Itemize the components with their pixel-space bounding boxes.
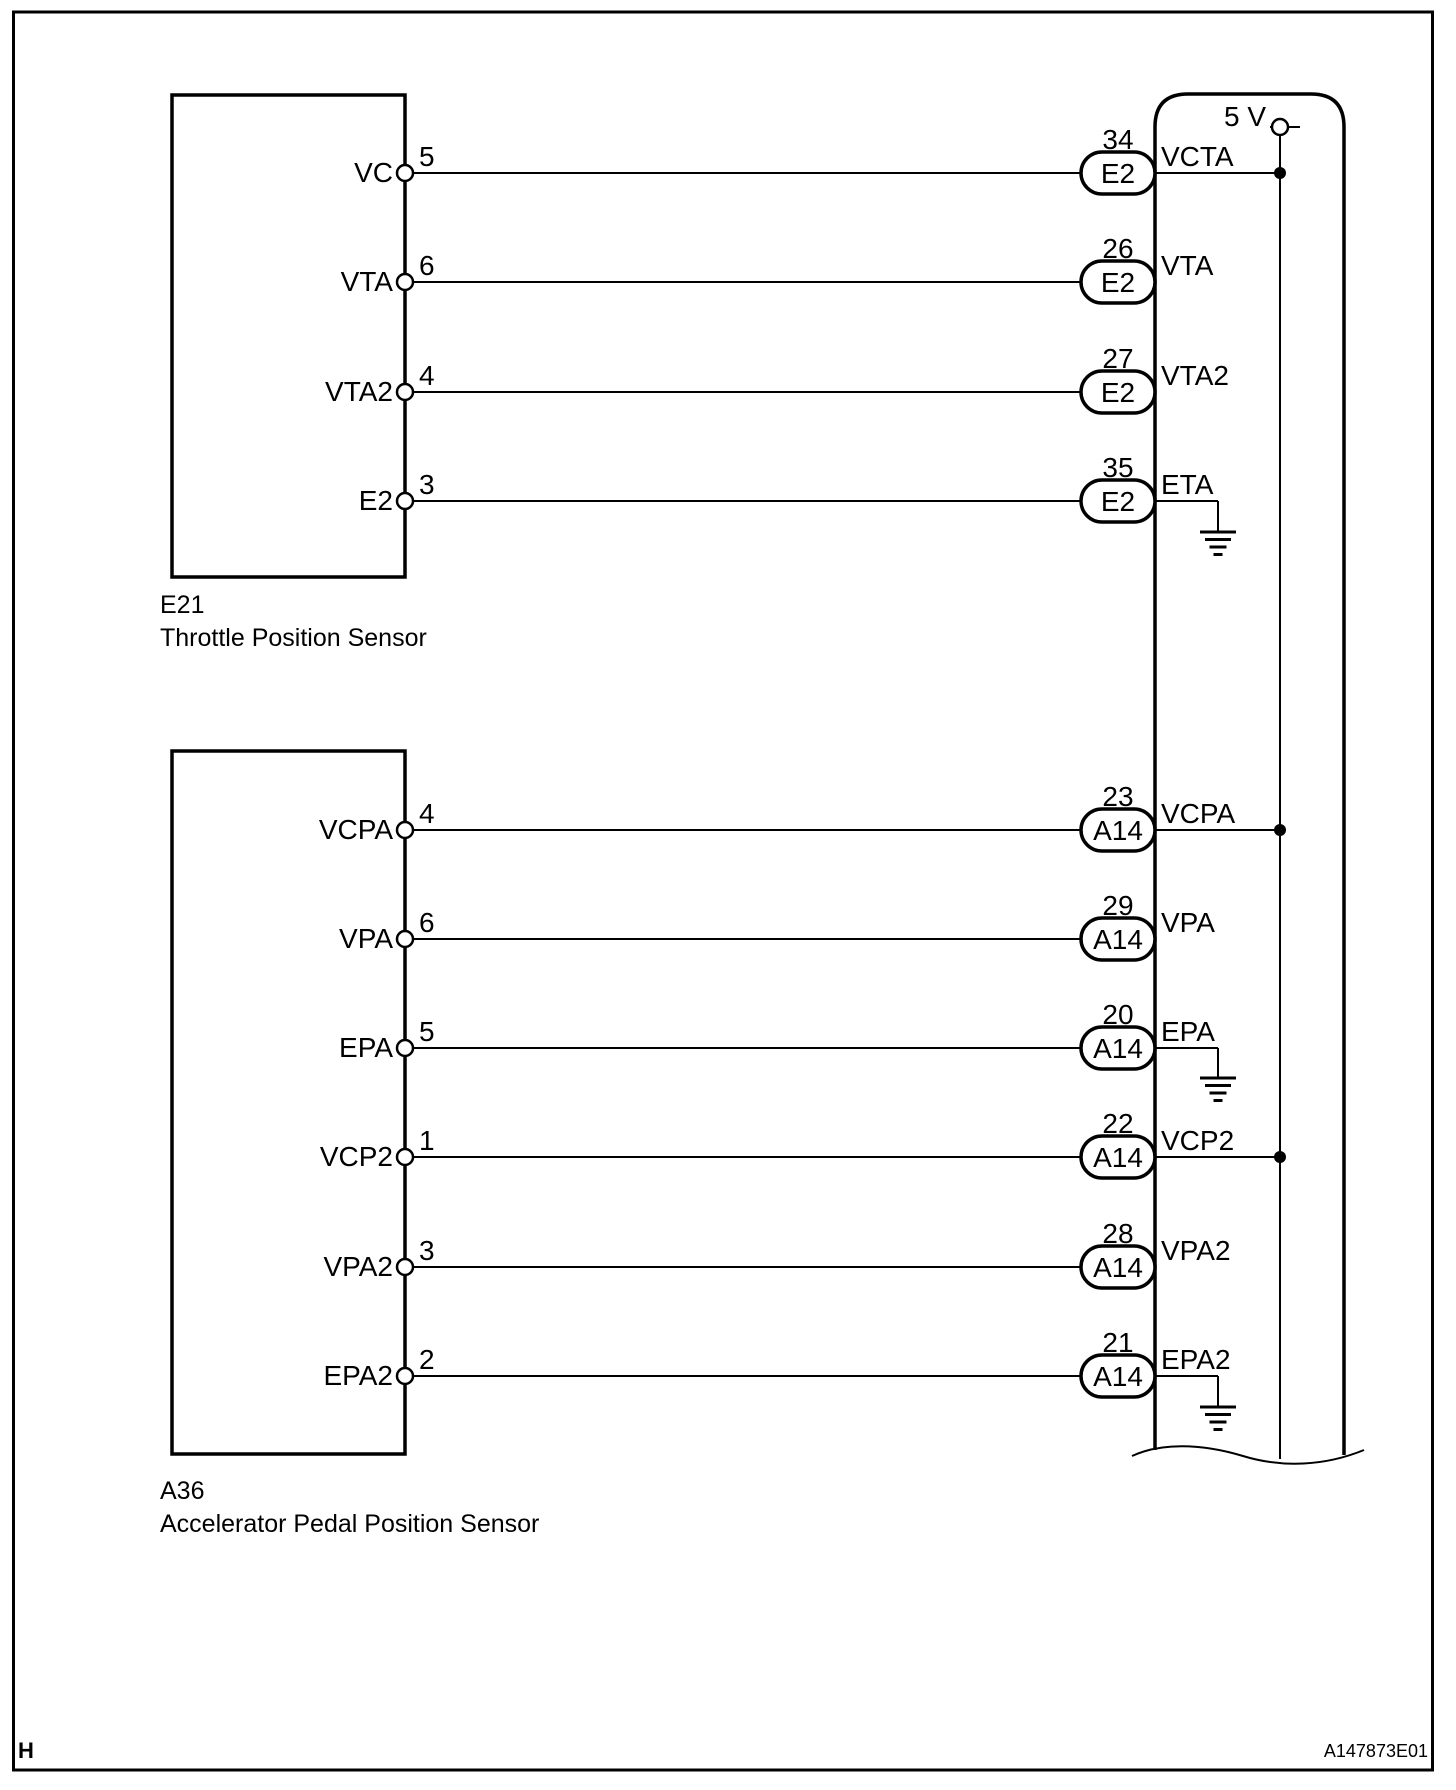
ecm-connector-label: E2 xyxy=(1101,158,1135,189)
pin-terminal xyxy=(395,272,415,292)
pin-row-vc: VC 5 34 E2 VCTA xyxy=(354,124,1286,196)
ground-icon xyxy=(1155,1375,1236,1431)
ecm-pin-number: 35 xyxy=(1102,452,1133,483)
figure-code: A147873E01 xyxy=(1324,1741,1428,1761)
signal-label: VCTA xyxy=(1161,141,1234,172)
pin-terminal xyxy=(395,820,415,840)
ground-icon xyxy=(1155,500,1236,556)
signal-label: VCP2 xyxy=(1161,1125,1234,1156)
ecm-connector-label: A14 xyxy=(1093,815,1143,846)
pin-terminal xyxy=(395,163,415,183)
signal-label: VTA xyxy=(1161,250,1214,281)
pin-row-vta2: VTA2 4 27 E2 VTA2 xyxy=(325,343,1229,415)
ecm-pin-number: 26 xyxy=(1102,233,1133,264)
signal-label: EPA xyxy=(1161,1016,1215,1047)
signal-label: VCPA xyxy=(1161,798,1235,829)
pin-row-vta: VTA 6 26 E2 VTA xyxy=(341,233,1214,305)
pin-row-epa: EPA 5 20 A14 EPA xyxy=(339,999,1236,1102)
5v-terminal xyxy=(1270,117,1290,137)
pin-row-vcp2: VCP2 1 22 A14 VCP2 xyxy=(320,1108,1286,1180)
ecm-connector-label: A14 xyxy=(1093,924,1143,955)
sensor-box-a36 xyxy=(170,749,407,1456)
pin-number: 5 xyxy=(419,141,435,172)
pin-number: 1 xyxy=(419,1125,435,1156)
pin-label: EPA2 xyxy=(323,1360,393,1391)
pin-number: 3 xyxy=(419,469,435,500)
pin-number: 6 xyxy=(419,907,435,938)
pin-label: VPA2 xyxy=(323,1251,393,1282)
pin-label: VTA2 xyxy=(325,376,393,407)
pin-row-vpa: VPA 6 29 A14 VPA xyxy=(339,890,1215,962)
ecm-pin-number: 34 xyxy=(1102,124,1133,155)
ecm-connector-oval xyxy=(1079,807,1157,853)
power-label: 5 V xyxy=(1224,101,1266,132)
ecm-connector-label: A14 xyxy=(1093,1361,1143,1392)
ground-icon xyxy=(1155,1047,1236,1102)
ecm-pin-number: 27 xyxy=(1102,343,1133,374)
sensor-id-e21: E21 xyxy=(160,591,204,619)
ecm-connector-oval xyxy=(1079,150,1157,196)
pin-label: VPA xyxy=(339,923,393,954)
power-5v-icon: 5 V xyxy=(1224,101,1300,1459)
pin-label: VCP2 xyxy=(320,1141,393,1172)
pin-terminal xyxy=(395,929,415,949)
page-code: H xyxy=(18,1738,34,1763)
pin-terminal xyxy=(395,491,415,511)
signal-label: VPA xyxy=(1161,907,1215,938)
signal-label: VPA2 xyxy=(1161,1235,1231,1266)
pin-label: VC xyxy=(354,157,393,188)
ecm-connector-label: A14 xyxy=(1093,1142,1143,1173)
pin-label: VTA xyxy=(341,266,394,297)
ecm-pin-number: 21 xyxy=(1102,1327,1133,1358)
pin-number: 4 xyxy=(419,360,435,391)
ecm-connector-oval xyxy=(1079,259,1157,305)
pin-terminal xyxy=(395,1257,415,1277)
signal-label: ETA xyxy=(1161,469,1214,500)
signal-label: VTA2 xyxy=(1161,360,1229,391)
ecm-torn-edge xyxy=(1131,1445,1365,1465)
junction-dot xyxy=(1274,824,1286,836)
sensor-id-a36: A36 xyxy=(160,1477,204,1505)
pin-row-epa2: EPA2 2 21 A14 EPA2 xyxy=(323,1327,1236,1431)
pin-row-vpa2: VPA2 3 28 A14 VPA2 xyxy=(323,1218,1231,1290)
pin-number: 6 xyxy=(419,250,435,281)
ecm-pin-number: 20 xyxy=(1102,999,1133,1030)
ecm-connector-oval xyxy=(1079,1244,1157,1290)
ecm-connector-oval xyxy=(1079,1134,1157,1180)
pin-number: 5 xyxy=(419,1016,435,1047)
ecm-connector-label: A14 xyxy=(1093,1252,1143,1283)
junction-dot xyxy=(1274,167,1286,179)
pin-number: 3 xyxy=(419,1235,435,1266)
ecm-connector-label: E2 xyxy=(1101,486,1135,517)
page-border xyxy=(12,10,1434,1772)
sensor-name-a36: Accelerator Pedal Position Sensor xyxy=(160,1510,539,1538)
ecm-connector-oval xyxy=(1079,916,1157,962)
ecm-pin-number: 22 xyxy=(1102,1108,1133,1139)
pin-terminal xyxy=(395,1038,415,1058)
pin-number: 4 xyxy=(419,798,435,829)
ecm-pin-number: 23 xyxy=(1102,781,1133,812)
sensor-box-e21 xyxy=(170,93,407,579)
pin-row-e2: E2 3 35 E2 ETA xyxy=(359,452,1236,556)
pin-label: E2 xyxy=(359,485,393,516)
signal-label: EPA2 xyxy=(1161,1344,1231,1375)
ecm-connector-label: E2 xyxy=(1101,267,1135,298)
pin-number: 2 xyxy=(419,1344,435,1375)
sensor-name-e21: Throttle Position Sensor xyxy=(160,624,427,652)
pin-terminal xyxy=(395,1366,415,1386)
junction-dot xyxy=(1274,1151,1286,1163)
pin-row-vcpa: VCPA 4 23 A14 VCPA xyxy=(319,781,1286,853)
ecm-connector-label: E2 xyxy=(1101,377,1135,408)
pin-terminal xyxy=(395,382,415,402)
pin-terminal xyxy=(395,1147,415,1167)
ecm-outline xyxy=(1153,92,1346,1455)
pin-label: VCPA xyxy=(319,814,393,845)
ecm-pin-number: 28 xyxy=(1102,1218,1133,1249)
ecm-pin-number: 29 xyxy=(1102,890,1133,921)
ecm-connector-label: A14 xyxy=(1093,1033,1143,1064)
ecm-connector-oval xyxy=(1079,369,1157,415)
pin-label: EPA xyxy=(339,1032,393,1063)
